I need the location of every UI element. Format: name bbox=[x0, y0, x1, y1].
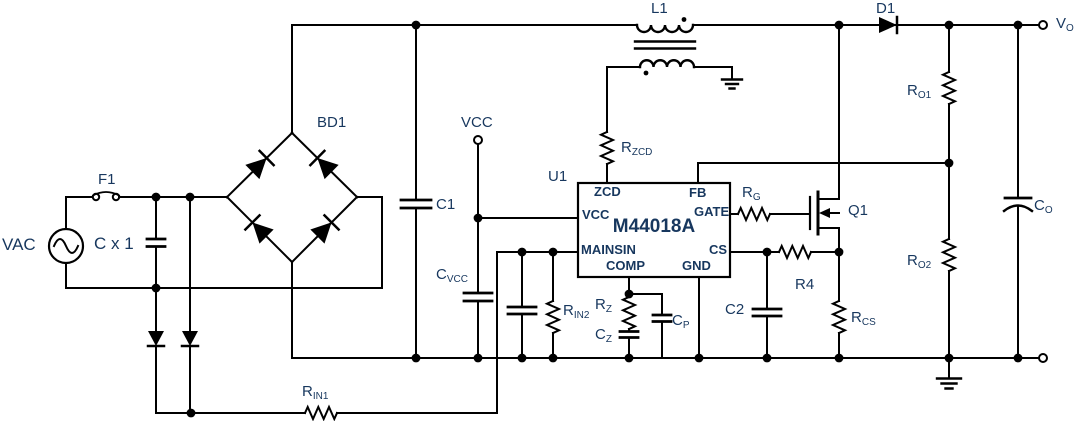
cap-c1 bbox=[399, 24, 433, 359]
ic-pin-label-fb: FB bbox=[689, 185, 707, 200]
bridge-diode bbox=[225, 195, 294, 264]
label-u1: U1 bbox=[548, 168, 568, 185]
ic-pin-label-gnd: GND bbox=[682, 258, 711, 273]
label-f1: F1 bbox=[98, 171, 116, 188]
label-bd1: BD1 bbox=[317, 114, 347, 131]
label-rzcd: RZCD bbox=[621, 139, 653, 158]
ic-pin-label-cs: CS bbox=[709, 242, 728, 257]
output-terminals bbox=[1038, 20, 1048, 363]
cs-network bbox=[729, 245, 846, 359]
inductor-l1 bbox=[606, 17, 744, 133]
resistor-rin1-path bbox=[191, 251, 579, 420]
label-rz: RZ bbox=[595, 296, 612, 315]
l1-secondary-phase-dot bbox=[643, 70, 649, 76]
cap-cx1 bbox=[145, 196, 167, 289]
ic-pin-label-vcc: VCC bbox=[582, 207, 610, 222]
ac-source-vac bbox=[47, 196, 85, 289]
rin2-network bbox=[506, 251, 560, 359]
label-ro1: RO1 bbox=[907, 82, 932, 101]
label-vac: VAC bbox=[2, 235, 36, 254]
label-q1: Q1 bbox=[848, 202, 869, 219]
mosfet-body-arrow bbox=[819, 208, 830, 218]
label-ro2: RO2 bbox=[907, 252, 932, 271]
l1-primary-phase-dot bbox=[681, 17, 687, 22]
ic-pin-label-mainsin: MAINSIN bbox=[581, 242, 636, 257]
junction-dots bbox=[151, 20, 1023, 418]
ground-symbol-main bbox=[935, 357, 963, 390]
label-cx1: C x 1 bbox=[94, 234, 134, 253]
ic-u1-outline bbox=[576, 181, 732, 279]
comp-network bbox=[618, 276, 673, 359]
ground-symbol-aux bbox=[720, 78, 744, 90]
label-rg: RG bbox=[742, 184, 761, 203]
ic-pin-label-gate: GATE bbox=[694, 204, 730, 219]
label-rcs: RCS bbox=[851, 309, 876, 328]
label-cvcc: CVCC bbox=[436, 266, 468, 285]
mains-sense-diodes bbox=[146, 196, 200, 414]
label-d1: D1 bbox=[876, 0, 896, 17]
label-c1: C1 bbox=[436, 196, 456, 213]
cap-co bbox=[1002, 24, 1034, 359]
bridge-diode bbox=[225, 131, 294, 199]
diode-d1 bbox=[879, 15, 899, 35]
vcc-terminal bbox=[473, 135, 483, 145]
bridge-diode bbox=[290, 131, 359, 199]
label-r4: R4 bbox=[795, 276, 815, 293]
label-cp: CP bbox=[672, 312, 690, 331]
label-rin1: RIN1 bbox=[302, 383, 329, 402]
sine-wave-icon bbox=[52, 238, 80, 254]
resistor-rg bbox=[729, 207, 811, 221]
label-l1: L1 bbox=[651, 0, 668, 17]
ic-pin-label-comp: COMP bbox=[606, 258, 645, 273]
label-co: CO bbox=[1034, 197, 1053, 216]
label-vcc-rail: VCC bbox=[461, 114, 493, 131]
fb-divider bbox=[697, 24, 956, 359]
mosfet-q1 bbox=[808, 24, 840, 253]
return-terminal bbox=[1038, 353, 1048, 363]
vo-terminal bbox=[1038, 20, 1048, 30]
label-c2: C2 bbox=[725, 301, 745, 318]
ac-bottom-wire bbox=[65, 196, 383, 289]
bridge-rectifier-bd1 bbox=[225, 24, 359, 359]
ic-pin-label-zcd: ZCD bbox=[594, 184, 621, 199]
resistor-rzcd bbox=[600, 131, 614, 184]
label-vo: VO bbox=[1056, 15, 1074, 34]
bridge-diode bbox=[290, 195, 359, 264]
label-rin2: RIN2 bbox=[563, 302, 590, 321]
ic-part-number: M44018A bbox=[612, 216, 696, 237]
fuse-f1 bbox=[65, 191, 228, 202]
label-cz: CZ bbox=[595, 326, 612, 345]
